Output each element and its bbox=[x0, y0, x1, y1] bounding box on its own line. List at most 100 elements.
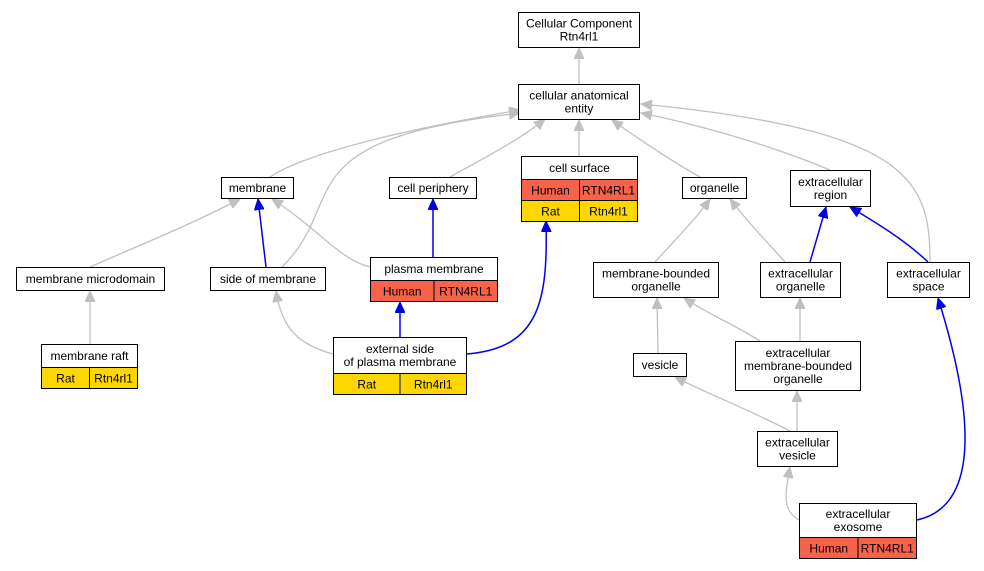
species-label: Rat bbox=[56, 372, 75, 386]
edge-extspace-to-extregion bbox=[850, 206, 929, 263]
species-label: Human bbox=[809, 542, 848, 556]
node-label: external side bbox=[366, 342, 434, 356]
gene-cell bbox=[857, 537, 917, 559]
node-label: extracellular bbox=[826, 507, 891, 521]
edge-membrane-to-anatomical bbox=[269, 110, 520, 178]
node-box bbox=[760, 262, 841, 298]
node-label: Cellular Component bbox=[526, 17, 633, 31]
node-box bbox=[735, 341, 861, 391]
species-label: Human bbox=[531, 184, 570, 198]
edge-organelle-to-anatomical bbox=[612, 120, 701, 178]
edge-mbo-to-organelle bbox=[654, 199, 710, 263]
node-periphery[interactable]: cell periphery bbox=[389, 177, 477, 199]
gene-label: Rtn4rl1 bbox=[589, 205, 628, 219]
node-box bbox=[790, 170, 871, 207]
edge-sidemem-to-anatomical bbox=[281, 113, 520, 268]
node-label: vesicle bbox=[779, 449, 816, 463]
node-box bbox=[518, 12, 640, 48]
node-label: organelle bbox=[773, 372, 823, 386]
node-vesicle[interactable]: vesicle bbox=[633, 353, 687, 377]
gene-label: RTN4RL1 bbox=[861, 542, 914, 556]
gene-cell bbox=[579, 200, 638, 222]
gene-label: Rtn4rl1 bbox=[414, 378, 453, 392]
node-label: space bbox=[912, 280, 944, 294]
node-label: extracellular bbox=[766, 346, 831, 360]
node-microdomain[interactable]: membrane microdomain bbox=[16, 267, 165, 291]
node-label: organelle bbox=[690, 181, 740, 195]
node-label: exosome bbox=[834, 520, 883, 534]
node-label: extracellular bbox=[768, 267, 833, 281]
node-label: extracellular bbox=[896, 267, 961, 281]
species-label: Rat bbox=[541, 205, 560, 219]
gene-label: RTN4RL1 bbox=[582, 184, 635, 198]
node-label: membrane-bounded bbox=[744, 359, 852, 373]
edge-plasma-to-membrane bbox=[272, 199, 371, 268]
node-sidemem[interactable]: side of membrane bbox=[210, 267, 326, 291]
edge-exosome-to-extspace bbox=[916, 298, 966, 521]
gene-label: Rtn4rl1 bbox=[94, 372, 133, 386]
node-label: cellular anatomical bbox=[529, 89, 628, 103]
node-label: side of membrane bbox=[220, 272, 316, 286]
node-box bbox=[633, 353, 687, 377]
edge-extorg-to-extregion bbox=[809, 207, 826, 263]
node-label: organelle bbox=[631, 280, 681, 294]
node-box bbox=[389, 177, 477, 199]
node-label: cell periphery bbox=[397, 181, 468, 195]
gene-cell bbox=[399, 373, 467, 395]
node-label: region bbox=[814, 188, 847, 202]
edge-extregion-to-anatomical bbox=[641, 113, 831, 171]
node-label: of plasma membrane bbox=[344, 355, 457, 369]
node-box bbox=[221, 177, 294, 199]
gene-cell bbox=[89, 367, 138, 389]
edge-sidemem-to-membrane bbox=[258, 199, 267, 268]
node-label: vesicle bbox=[642, 358, 679, 372]
edge-exosome-to-extves bbox=[786, 467, 800, 521]
gene-label: RTN4RL1 bbox=[439, 285, 492, 299]
node-label: membrane-bounded bbox=[602, 267, 710, 281]
node-label: membrane raft bbox=[50, 349, 129, 363]
node-label: Rtn4rl1 bbox=[560, 30, 599, 44]
edge-periphery-to-anatomical bbox=[449, 119, 545, 178]
node-organelle[interactable]: organelle bbox=[682, 177, 747, 199]
edge-extmbo-to-mbo bbox=[684, 298, 761, 342]
node-box bbox=[518, 84, 640, 120]
edge-microdomain-to-membrane bbox=[89, 198, 240, 268]
node-box bbox=[682, 177, 747, 199]
node-box bbox=[210, 267, 326, 291]
node-label: membrane bbox=[229, 181, 287, 195]
node-label: membrane microdomain bbox=[26, 272, 155, 286]
species-label: Rat bbox=[357, 378, 376, 392]
edge-vesicle-to-mbo bbox=[657, 298, 658, 354]
edge-extorg-to-organelle bbox=[730, 199, 786, 263]
node-label: cell surface bbox=[549, 161, 610, 175]
node-label: organelle bbox=[776, 280, 826, 294]
node-label: plasma membrane bbox=[384, 262, 484, 276]
edge-extves-to-vesicle bbox=[675, 376, 791, 432]
node-box bbox=[757, 431, 838, 467]
node-label: extracellular bbox=[765, 436, 830, 450]
edges-layer bbox=[89, 48, 966, 521]
node-membrane[interactable]: membrane bbox=[221, 177, 294, 199]
gene-cell bbox=[433, 280, 498, 302]
node-label: entity bbox=[565, 102, 594, 116]
edge-extside-to-surface bbox=[466, 221, 546, 355]
node-box bbox=[887, 262, 970, 298]
edge-extspace-to-anatomical bbox=[641, 104, 931, 263]
edge-extside-to-sidemem bbox=[276, 291, 334, 355]
node-box bbox=[593, 262, 719, 298]
